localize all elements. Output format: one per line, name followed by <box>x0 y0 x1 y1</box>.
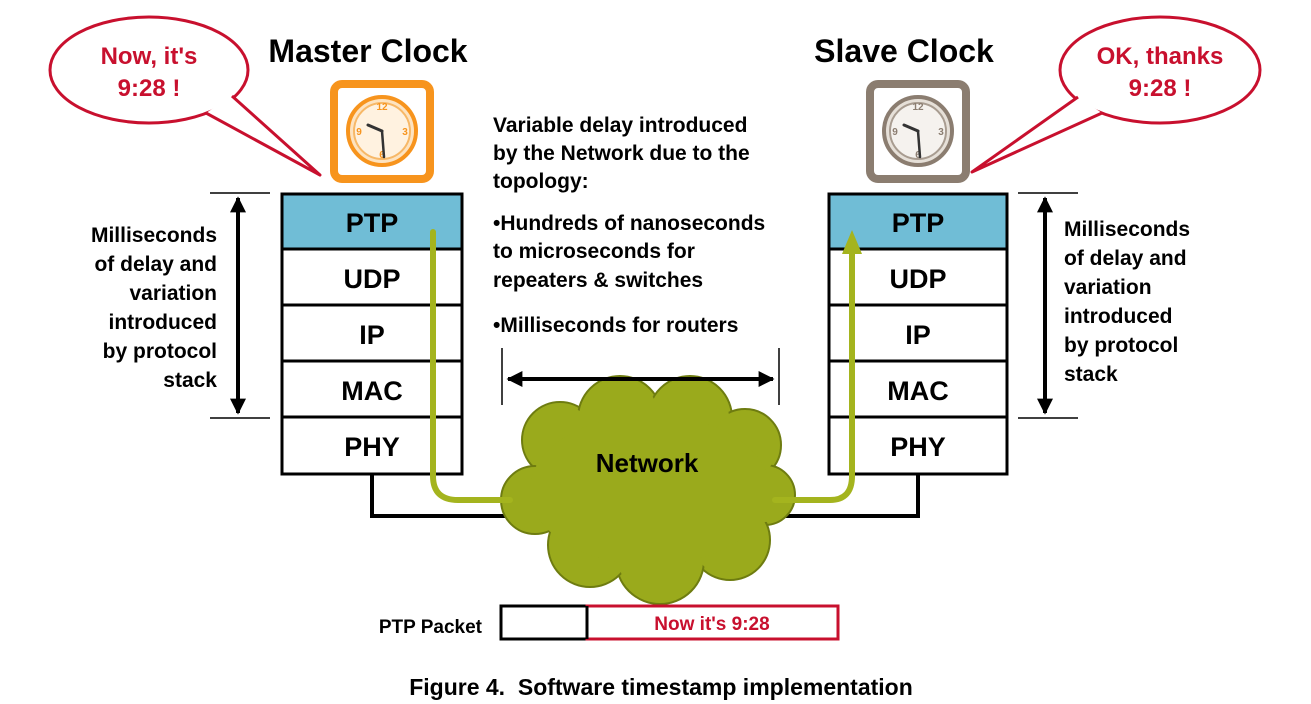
svg-text:Milliseconds: Milliseconds <box>1064 218 1190 241</box>
network-delay-arrow <box>501 348 780 405</box>
master-layer-phy: PHY <box>344 432 400 462</box>
slave-layer-ptp: PTP <box>892 208 945 238</box>
svg-text:by the Network due to the: by the Network due to the <box>493 142 750 165</box>
svg-text:of delay and: of delay and <box>1064 247 1187 270</box>
clock-icon: 12 3 6 9 <box>866 80 970 183</box>
ptp-packet-content: Now it's 9:28 <box>654 614 769 635</box>
master-speech-line-1: Now, it's <box>101 43 198 70</box>
master-layer-mac: MAC <box>341 376 403 406</box>
svg-text:of delay and: of delay and <box>94 253 217 276</box>
svg-text:12: 12 <box>376 102 388 113</box>
svg-text:repeaters & switches: repeaters & switches <box>493 269 703 292</box>
svg-text:variation: variation <box>129 282 217 305</box>
slave-layer-mac: MAC <box>887 376 949 406</box>
ptp-packet-label: PTP Packet <box>379 617 483 638</box>
network-cloud-fill <box>504 379 792 601</box>
master-layer-ip: IP <box>359 320 385 350</box>
svg-text:Variable delay introduced: Variable delay introduced <box>493 114 747 137</box>
packet-path-arrowhead <box>842 230 862 254</box>
svg-text:6: 6 <box>915 150 921 161</box>
svg-text:introduced: introduced <box>109 311 218 334</box>
svg-text:to microseconds for: to microseconds for <box>493 240 695 263</box>
slave-layer-udp: UDP <box>889 264 946 294</box>
svg-text:•Milliseconds for routers: •Milliseconds for routers <box>493 314 738 337</box>
svg-text:topology:: topology: <box>493 170 589 193</box>
svg-text:introduced: introduced <box>1064 305 1173 328</box>
slave-delay-note: Milliseconds of delay and variation intr… <box>1064 218 1190 386</box>
master-delay-note: Milliseconds of delay and variation intr… <box>91 224 217 392</box>
svg-text:by protocol: by protocol <box>103 340 217 363</box>
svg-text:variation: variation <box>1064 276 1152 299</box>
slave-speech-line-2: 9:28 ! <box>1129 75 1192 102</box>
svg-text:9: 9 <box>892 127 898 138</box>
clock-icon: 12 3 6 9 <box>330 80 434 183</box>
svg-text:3: 3 <box>402 127 408 138</box>
master-layer-udp: UDP <box>343 264 400 294</box>
master-layer-ptp: PTP <box>346 208 399 238</box>
network-delay-description: Variable delay introduced by the Network… <box>493 114 765 337</box>
svg-text:Milliseconds: Milliseconds <box>91 224 217 247</box>
slave-clock-title: Slave Clock <box>814 33 994 69</box>
slave-delay-bracket <box>1018 192 1078 419</box>
svg-text:stack: stack <box>163 369 217 392</box>
slave-speech-line-1: OK, thanks <box>1097 43 1224 70</box>
master-speech-bubble: Now, it's 9:28 ! <box>48 15 322 177</box>
figure-caption: Figure 4. Software timestamp implementat… <box>409 674 913 700</box>
slave-speech-bubble: OK, thanks 9:28 ! <box>970 15 1262 174</box>
network-label: Network <box>596 448 699 478</box>
svg-text:6: 6 <box>379 150 385 161</box>
slave-protocol-stack: PTP UDP IP MAC PHY <box>827 192 1009 476</box>
master-clock-title: Master Clock <box>268 33 467 69</box>
slave-layer-ip: IP <box>905 320 931 350</box>
master-delay-bracket <box>210 192 270 419</box>
master-speech-line-2: 9:28 ! <box>118 75 181 102</box>
packet-path <box>430 229 855 503</box>
svg-text:12: 12 <box>912 102 924 113</box>
svg-text:by protocol: by protocol <box>1064 334 1178 357</box>
slave-layer-phy: PHY <box>890 432 946 462</box>
svg-text:•Hundreds of nanoseconds: •Hundreds of nanoseconds <box>493 212 765 235</box>
svg-text:stack: stack <box>1064 363 1118 386</box>
master-protocol-stack: PTP UDP IP MAC PHY <box>280 192 464 476</box>
svg-text:3: 3 <box>938 127 944 138</box>
svg-text:9: 9 <box>356 127 362 138</box>
ptp-packet: Now it's 9:28 <box>499 604 840 641</box>
